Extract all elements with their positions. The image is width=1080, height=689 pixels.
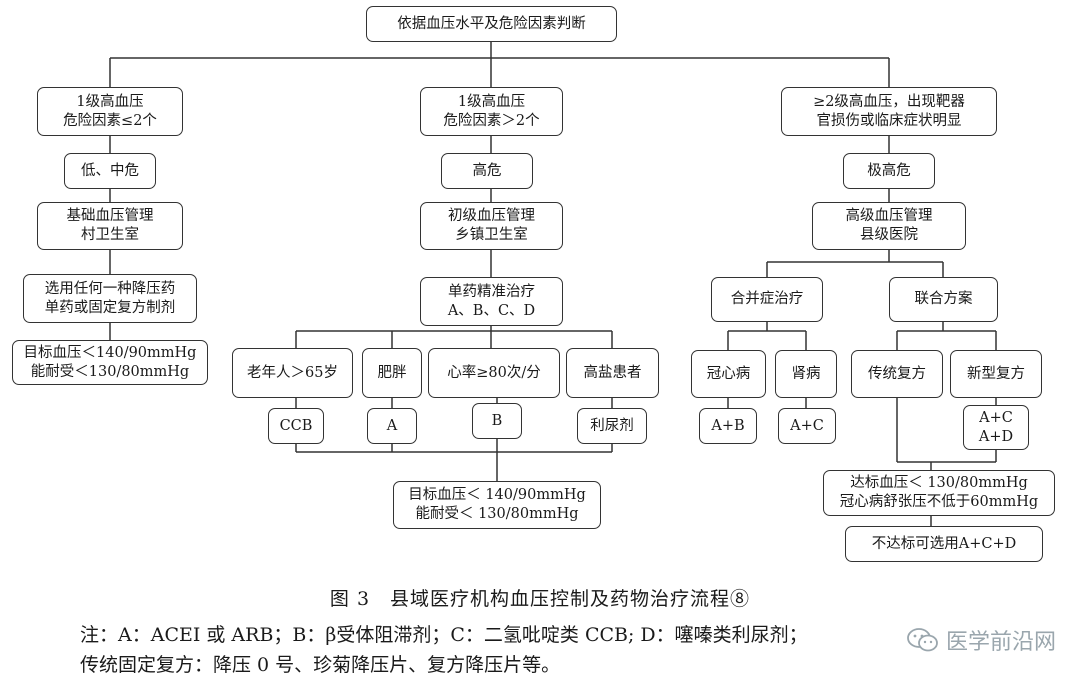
box-line: 单药或固定复方制剂 [44, 299, 176, 316]
middle-target-box: 目标血压＜ 140/90mmHg 能耐受＜ 130/80mmHg [393, 481, 601, 529]
drug-ac-box: A+C [778, 408, 836, 444]
watermark-text: 医学前沿网 [945, 630, 1056, 655]
box-line: 目标血压＜140/90mmHg [23, 344, 197, 361]
middle-level-box: 1级高血压危险因素＞2个 [420, 87, 563, 136]
box-line: 1级高血压 [76, 93, 144, 110]
kidney-disease-box: 肾病 [775, 350, 837, 398]
box-line: 乡镇卫生室 [455, 227, 528, 243]
box-line: 低、中危 [81, 162, 139, 179]
note-line-1: 注：A：ACEI 或 ARB；B：β受体阻滞剂；C：二氢吡啶类 CCB; D：噻… [80, 624, 808, 646]
right-risk-box: 极高危 [843, 153, 935, 189]
box-line: 村卫生室 [81, 227, 139, 243]
right-management-box: 高级血压管理县级医院 [812, 202, 966, 250]
left-risk-box: 低、中危 [64, 153, 156, 189]
box-line: 极高危 [867, 162, 911, 179]
group-heart-rate-box: 心率≥80次/分 [428, 348, 560, 398]
box-line: 达标血压＜ 130/80mmHg [850, 475, 1028, 491]
group-high-salt-box: 高盐患者 [566, 348, 659, 398]
box-line: 能耐受＜ 130/80mmHg [415, 506, 579, 522]
box-line: 危险因素≤2个 [63, 112, 157, 129]
left-level-box: 1级高血压危险因素≤2个 [37, 87, 183, 136]
box-line: 高级血压管理 [845, 208, 933, 224]
group-elderly-box: 老年人＞65岁 [232, 348, 353, 398]
drug-ac-ad-box: A+C A+D [963, 405, 1029, 450]
box-line: 单药精准治疗 [448, 283, 535, 300]
box-line: 县级医院 [860, 227, 918, 243]
drug-diuretic-box: 利尿剂 [577, 408, 647, 444]
left-management-box: 基础血压管理村卫生室 [37, 202, 183, 250]
box-line: A+C [979, 409, 1013, 426]
box-line: 初级血压管理 [448, 208, 535, 224]
traditional-compound-box: 传统复方 [851, 350, 943, 398]
box-line: 高危 [472, 162, 502, 179]
watermark: 医学前沿网 [905, 624, 1056, 656]
right-target-box: 达标血压＜ 130/80mmHg 冠心病舒张压不低于60mmHg [823, 470, 1055, 516]
box-line: 能耐受＜130/80mmHg [30, 363, 190, 380]
box-line: A、B、C、D [447, 302, 536, 319]
drug-a-box: A [367, 408, 417, 444]
middle-risk-box: 高危 [441, 153, 533, 189]
middle-management-box: 初级血压管理乡镇卫生室 [420, 202, 563, 250]
coronary-disease-box: 冠心病 [691, 350, 766, 398]
box-line: ≥2级高血压，出现靶器 [813, 93, 965, 110]
box-line: 1级高血压 [457, 93, 526, 110]
box-line: 冠心病舒张压不低于60mmHg [839, 494, 1039, 510]
figure-caption: 图 3 县域医疗机构血压控制及药物治疗流程⑧ [329, 588, 751, 610]
left-drug-box: 选用任何一种降压药单药或固定复方制剂 [23, 274, 197, 323]
box-line: 危险因素＞2个 [443, 112, 540, 129]
box-line: A+D [978, 428, 1014, 445]
drug-ccb-box: CCB [268, 408, 324, 444]
middle-treatment-box: 单药精准治疗 A、B、C、D [420, 277, 563, 326]
box-line: 目标血压＜ 140/90mmHg [408, 487, 586, 503]
group-obesity-box: 肥胖 [362, 348, 422, 398]
left-target-box: 目标血压＜140/90mmHg 能耐受＜130/80mmHg [12, 340, 208, 385]
fallback-box: 不达标可选用A+C+D [845, 526, 1043, 562]
root-box: 依据血压水平及危险因素判断 [366, 6, 617, 42]
combination-box: 联合方案 [889, 277, 998, 322]
box-line: 官损伤或临床症状明显 [816, 112, 962, 129]
box-line: 不达标可选用A+C+D [871, 535, 1017, 552]
box-line: 基础血压管理 [66, 208, 154, 224]
comorbidity-box: 合并症治疗 [711, 277, 823, 322]
right-level-box: ≥2级高血压，出现靶器官损伤或临床症状明显 [781, 87, 997, 136]
drug-ab-box: A+B [699, 408, 757, 444]
drug-b-box: B [472, 403, 522, 439]
new-compound-box: 新型复方 [950, 350, 1042, 398]
wechat-icon [907, 628, 938, 652]
note-line-2: 传统固定复方：降压 0 号、珍菊降压片、复方降压片等。 [80, 654, 561, 676]
box-line: 选用任何一种降压药 [44, 280, 176, 297]
box-line: 依据血压水平及危险因素判断 [397, 15, 586, 32]
